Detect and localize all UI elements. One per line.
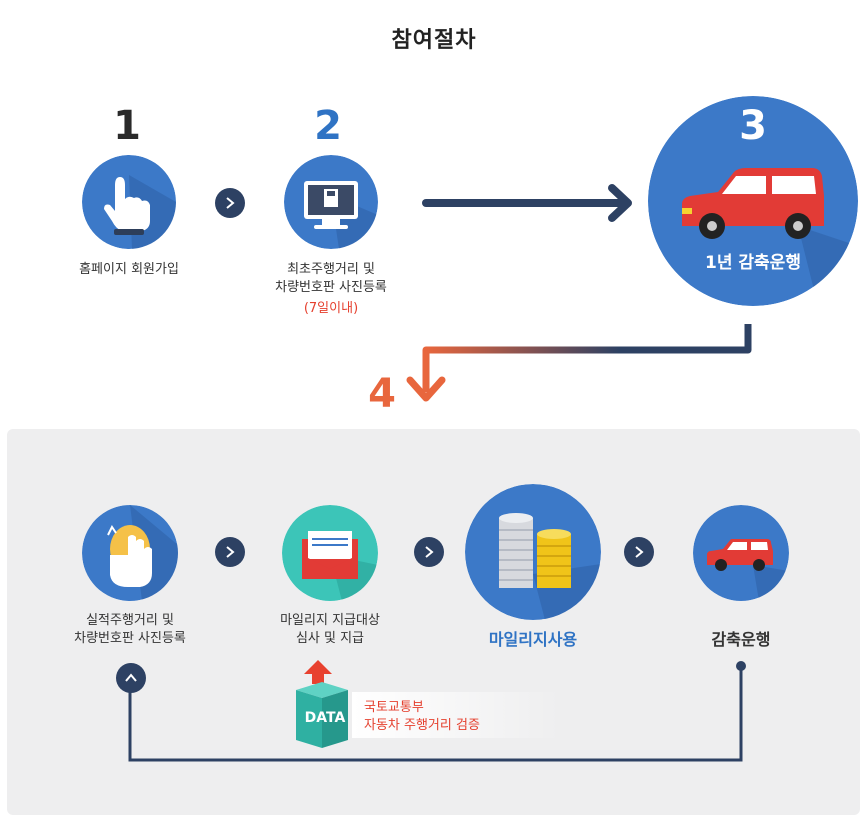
computer-upload-icon bbox=[284, 155, 378, 249]
cycle-panel bbox=[7, 429, 860, 815]
cycle2-label-line1: 마일리지 지급대상 bbox=[280, 613, 380, 628]
step2-note: (7일이내) bbox=[303, 301, 359, 316]
step2-circle bbox=[284, 155, 378, 249]
coins-icon bbox=[465, 484, 601, 620]
step3-number: 3 bbox=[739, 103, 767, 149]
step4-number: 4 bbox=[368, 371, 396, 417]
page-title: 참여절차 bbox=[391, 28, 477, 53]
chevron-up-icon bbox=[116, 663, 146, 693]
envelope-icon bbox=[282, 505, 378, 601]
hand-pointer-icon bbox=[82, 505, 178, 601]
cycle2-circle bbox=[282, 505, 378, 601]
cycle1-label-line2: 차량번호판 사진등록 bbox=[74, 631, 186, 646]
cycle1-circle bbox=[82, 505, 178, 601]
cycle3-circle bbox=[465, 484, 601, 620]
step2-number: 2 bbox=[314, 103, 342, 149]
chevron-right-icon bbox=[624, 537, 654, 567]
step2-label-line1: 최초주행거리 및 bbox=[287, 262, 375, 277]
cycle3-label: 마일리지사용 bbox=[488, 630, 578, 649]
step3-circle bbox=[648, 96, 858, 306]
step2-label-line2: 차량번호판 사진등록 bbox=[275, 280, 387, 295]
cycle4-circle bbox=[693, 505, 789, 601]
step3-label: 1년 감축운행 bbox=[705, 253, 801, 273]
chevron-right-icon bbox=[215, 537, 245, 567]
cycle-loop-line bbox=[128, 661, 746, 762]
data-cube-icon bbox=[296, 660, 348, 748]
cycle2-label-line2: 심사 및 지급 bbox=[295, 631, 365, 646]
flow-connectors bbox=[406, 184, 752, 402]
step1-circle bbox=[82, 155, 176, 249]
chevron-right-icon bbox=[414, 537, 444, 567]
car-icon bbox=[648, 96, 858, 306]
hand-pointer-icon bbox=[82, 155, 176, 249]
car-icon bbox=[693, 505, 789, 601]
step1-label: 홈페이지 회원가입 bbox=[79, 262, 179, 277]
data-label-line1: 국토교통부 bbox=[364, 700, 424, 715]
data-label-line2: 자동차 주행거리 검증 bbox=[364, 718, 480, 733]
data-badge: DATA bbox=[304, 710, 346, 726]
arrow-step3-to-step4 bbox=[422, 324, 752, 392]
cycle4-label: 감축운행 bbox=[711, 630, 771, 649]
cycle1-label-line1: 실적주행거리 및 bbox=[86, 613, 174, 628]
chevron-right-icon bbox=[215, 188, 245, 218]
step1-number: 1 bbox=[113, 103, 141, 149]
data-label-box bbox=[352, 692, 562, 738]
